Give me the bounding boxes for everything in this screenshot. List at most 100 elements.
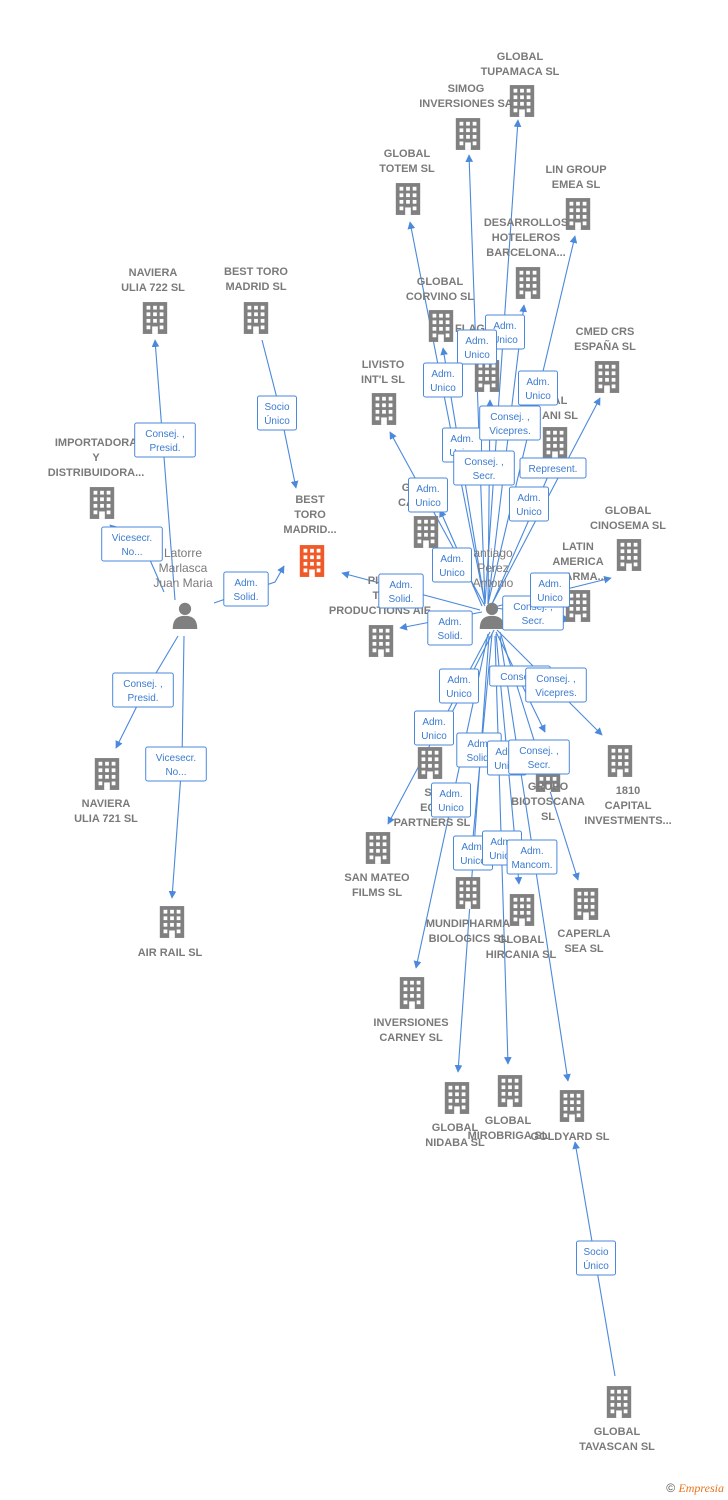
node-besttoro_focus[interactable]: BESTTOROMADRID... [283,494,337,577]
role-label[interactable]: Vicesecr.No... [101,526,163,562]
node-label: Perez [477,561,508,575]
node-capital1810[interactable]: 1810CAPITALINVESTMENTS... [584,745,672,827]
role-label[interactable]: Adm.Unico [509,486,549,522]
role-label[interactable]: Consej. ,Secr. [453,450,515,486]
role-text: Unico [492,335,518,346]
role-text: No... [121,547,142,558]
role-text: Adm. [493,321,516,332]
role-text: Adm. [234,578,257,589]
role-label[interactable]: Consej. ,Vicepres. [479,405,541,441]
building-icon [497,1075,523,1107]
role-text: Adm. [440,554,463,565]
node-label: GRUPO [528,781,569,793]
role-text: Solid. [437,631,462,642]
node-label: SIMOG [448,83,485,95]
role-label[interactable]: Adm.Unico [457,329,497,365]
node-label: BIOLOGICS SL [429,933,508,945]
node-airrail[interactable]: AIR RAIL SL [138,906,203,959]
node-naviera721[interactable]: NAVIERA ULIA 721 SL [74,758,138,825]
node-label: CMED CRS [576,326,635,338]
role-text: Adm. [450,434,473,445]
node-label: SL [541,811,555,823]
node-label: BEST TORO [224,266,288,278]
role-label[interactable]: Represent. [519,457,587,479]
node-label: ULIA 721 SL [74,813,138,825]
role-label[interactable]: Adm.Mancom. [506,839,558,875]
node-label: BARCELONA... [486,247,565,259]
building-icon [428,310,454,342]
role-label[interactable]: Adm.Unico [530,572,570,608]
building-icon [417,747,443,779]
role-text: Unico [537,593,563,604]
role-text: Unico [464,350,490,361]
building-icon [399,977,425,1009]
building-icon [371,393,397,425]
node-label: GLOBAL [605,505,652,517]
role-label[interactable]: Adm.Solid. [427,610,473,646]
node-label: NAVIERA [82,798,131,810]
role-text: Unico [460,856,486,867]
node-label: TOTEM SL [379,163,435,175]
role-label[interactable]: Vicesecr.No... [145,746,207,782]
node-label: antiago [473,546,513,560]
role-label[interactable]: Adm.Unico [518,370,558,406]
role-text: Secr. [522,616,545,627]
role-label[interactable]: Consej. ,Vicepres. [525,667,587,703]
building-icon [607,745,633,777]
role-text: Secr. [473,471,496,482]
node-label: GLOBAL [594,1426,641,1438]
role-label[interactable]: Adm.Solid. [378,573,424,609]
role-label[interactable]: Adm.Unico [423,362,463,398]
role-text: Adm. [467,739,490,750]
role-label[interactable]: Adm.Unico [414,710,454,746]
role-label[interactable]: Adm.Unico [432,547,472,583]
footer-brand: © Empresia [666,1481,724,1496]
role-label[interactable]: Adm.Solid. [223,571,269,607]
role-label[interactable]: Consej. ,Presid. [134,422,196,458]
node-importadora[interactable]: IMPORTADORAYDISTRIBUIDORA... [48,437,145,519]
brand-logo[interactable]: Empresia [678,1481,724,1495]
node-goldyard[interactable]: GOLDYARD SL [530,1090,610,1143]
building-icon [89,487,115,519]
role-text: Socio [264,402,289,413]
role-text: Unico [525,391,551,402]
role-text: Vicesecr. [156,753,196,764]
node-label: SEA SL [564,943,604,955]
role-label[interactable]: Adm.Unico [408,477,448,513]
person-icon [479,602,505,629]
role-label[interactable]: Adm.Unico [439,668,479,704]
role-text: Unico [489,851,515,862]
building-icon [368,625,394,657]
node-desarrollos[interactable]: DESARROLLOSHOTELEROSBARCELONA... [484,217,568,299]
node-label: GLOBAL [498,934,545,946]
role-label[interactable]: Consej. ,Secr. [508,739,570,775]
role-text: Consej. , [490,412,529,423]
node-label: BEST [295,494,325,506]
role-label[interactable]: Adm.Unico [431,782,471,818]
role-label[interactable]: Consej. ,Presid. [112,672,174,708]
